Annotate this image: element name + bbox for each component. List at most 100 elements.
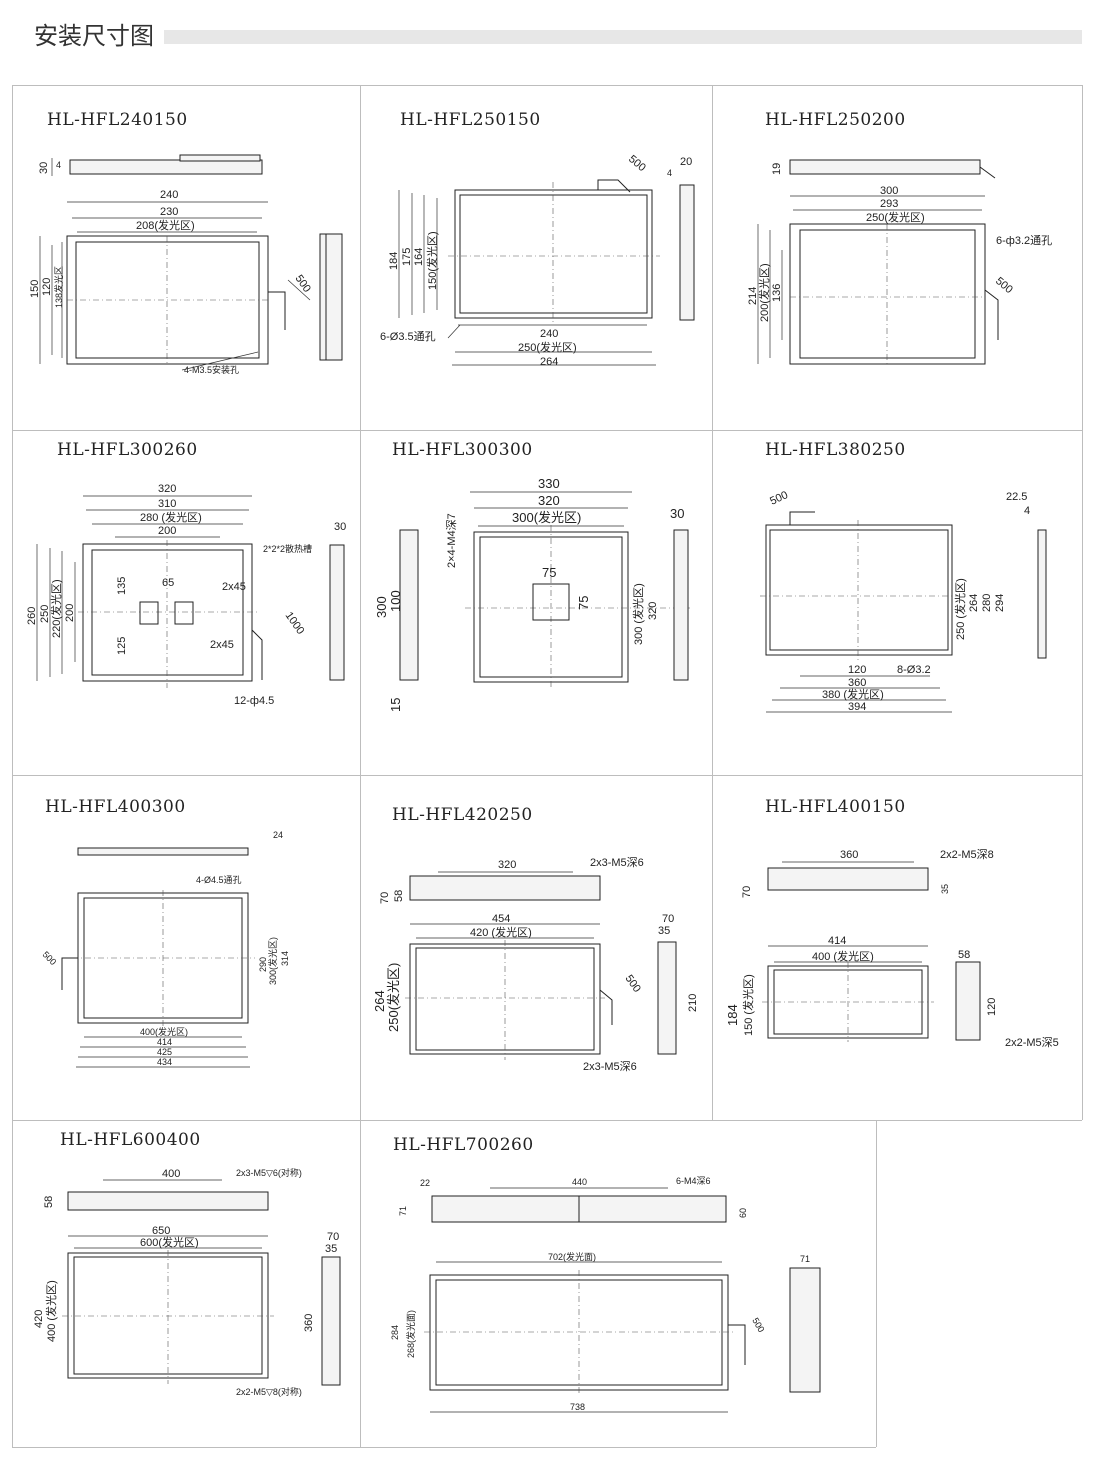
dim-label: 264 — [540, 356, 558, 368]
dim-label: 2*2*2散热槽 — [263, 543, 312, 554]
dim-label: 380 (发光区) — [822, 687, 884, 701]
dim-label: 280 — [981, 594, 993, 612]
dim-label: 240 — [160, 189, 178, 201]
model-title: HL-HFL600400 — [60, 1130, 201, 1150]
dim-label: 200 — [158, 525, 176, 537]
dim-label: 120 — [986, 998, 998, 1016]
dim-label: 58 — [393, 890, 405, 902]
dim-label: 35 — [325, 1243, 337, 1255]
dim-label: 75 — [542, 565, 556, 580]
dim-label: 440 — [572, 1177, 587, 1187]
dim-label: 360 — [840, 849, 858, 861]
dim-label: 4 — [56, 160, 61, 170]
dim-label: 400 (发光区) — [812, 949, 874, 963]
dim-label: 19 — [771, 163, 783, 175]
model-title: HL-HFL250150 — [400, 110, 541, 130]
dim-label: 250 — [39, 605, 51, 623]
dim-label: 8-Ø3.2 — [897, 664, 931, 676]
dim-label: 2x3-M5▽6(对称) — [236, 1167, 302, 1178]
dim-label: 414 — [828, 935, 846, 947]
dim-label: 310 — [158, 498, 176, 510]
dim-label: 184 — [388, 252, 400, 270]
dim-label: 230 — [160, 206, 178, 218]
dim-label: 12-ф4.5 — [234, 695, 274, 707]
dim-label: 314 — [280, 951, 290, 966]
dim-label: 2x2-M5▽8(对称) — [236, 1386, 302, 1397]
dim-label: 320 — [158, 483, 176, 495]
dim-label: 136 — [771, 284, 783, 302]
model-title: HL-HFL300300 — [392, 440, 533, 460]
dim-label: 70 — [662, 913, 674, 925]
dim-label: 200(发光区) — [757, 263, 771, 322]
dim-label: 400 — [162, 1168, 180, 1180]
grid-line — [712, 85, 713, 1120]
dim-label: 500 — [41, 949, 59, 967]
dim-label: 300(发光区) — [512, 510, 581, 525]
dim-label: 22 — [420, 1178, 430, 1188]
dim-label: 4-M3.5安装孔 — [184, 364, 239, 375]
dim-label: 500 — [623, 973, 643, 995]
dim-label: 220(发光区) — [49, 579, 63, 638]
dim-label: 2x2-M5深5 — [1005, 1036, 1059, 1049]
dim-label: 175 — [401, 248, 413, 266]
dim-label: 300 — [374, 596, 389, 618]
header-bar — [12, 30, 1082, 44]
model-title: HL-HFL400300 — [45, 797, 186, 817]
dim-label: 500 — [993, 275, 1015, 296]
grid-line — [360, 85, 361, 1447]
grid-line — [12, 1447, 876, 1448]
dim-label: 4-Ø4.5通孔 — [196, 875, 242, 885]
dim-label: 650 — [152, 1225, 170, 1237]
dim-label: 360 — [848, 677, 866, 689]
dim-label: 330 — [538, 476, 560, 491]
dim-label: 24 — [273, 830, 283, 840]
page-header: 安装尺寸图 — [0, 0, 1100, 60]
dim-label: 150(发光区) — [425, 231, 439, 290]
dim-label: 320 — [647, 602, 659, 620]
dim-label: 420 — [33, 1310, 45, 1328]
dim-label: 400 (发光区) — [44, 1280, 58, 1342]
dim-label: 600(发光区) — [140, 1235, 199, 1249]
dim-label: 434 — [157, 1057, 172, 1067]
model-title: HL-HFL420250 — [392, 805, 533, 825]
dim-label: 210 — [687, 994, 699, 1012]
dim-label: 70 — [327, 1231, 339, 1243]
dim-label: 250(发光区) — [866, 210, 925, 224]
dim-label: 100 — [388, 590, 403, 612]
model-title: HL-HFL300260 — [57, 440, 198, 460]
dim-label: 35 — [940, 884, 950, 894]
dim-label: 454 — [492, 913, 510, 925]
dim-label: 500 — [750, 1316, 766, 1334]
dim-label: 150 (发光区) — [741, 974, 755, 1036]
grid-line — [12, 85, 1082, 86]
dim-label: 138发光区 — [53, 266, 64, 308]
dim-label: 71 — [398, 1206, 408, 1216]
dim-label: 70 — [741, 886, 753, 898]
dim-label: 120 — [848, 664, 866, 676]
dim-label: 75 — [576, 596, 591, 610]
dim-label: 400(发光区) — [140, 1026, 188, 1037]
dim-label: 2x3-M5深6 — [590, 856, 644, 869]
dim-label: 6-M4深6 — [676, 1176, 711, 1186]
dim-label: 2x3-M5深6 — [583, 1060, 637, 1073]
dim-label: 22.5 — [1006, 491, 1027, 503]
dim-label: 420 (发光区) — [470, 925, 532, 939]
dim-label: 702(发光面) — [548, 1251, 596, 1262]
dim-label: 294 — [994, 594, 1006, 612]
model-title: HL-HFL380250 — [765, 440, 906, 460]
dim-label: 300(发光区) — [267, 937, 278, 985]
model-title: HL-HFL400150 — [765, 797, 906, 817]
dim-label: 58 — [43, 1196, 55, 1208]
dim-label: 250 (发光区) — [953, 578, 967, 640]
dim-label: 500 — [768, 489, 790, 508]
dim-label: 4 — [1024, 505, 1030, 517]
dim-label: 6-Ø3.5通孔 — [380, 330, 436, 343]
dim-label: 70 — [379, 892, 391, 904]
dim-label: 2x45 — [210, 639, 234, 651]
